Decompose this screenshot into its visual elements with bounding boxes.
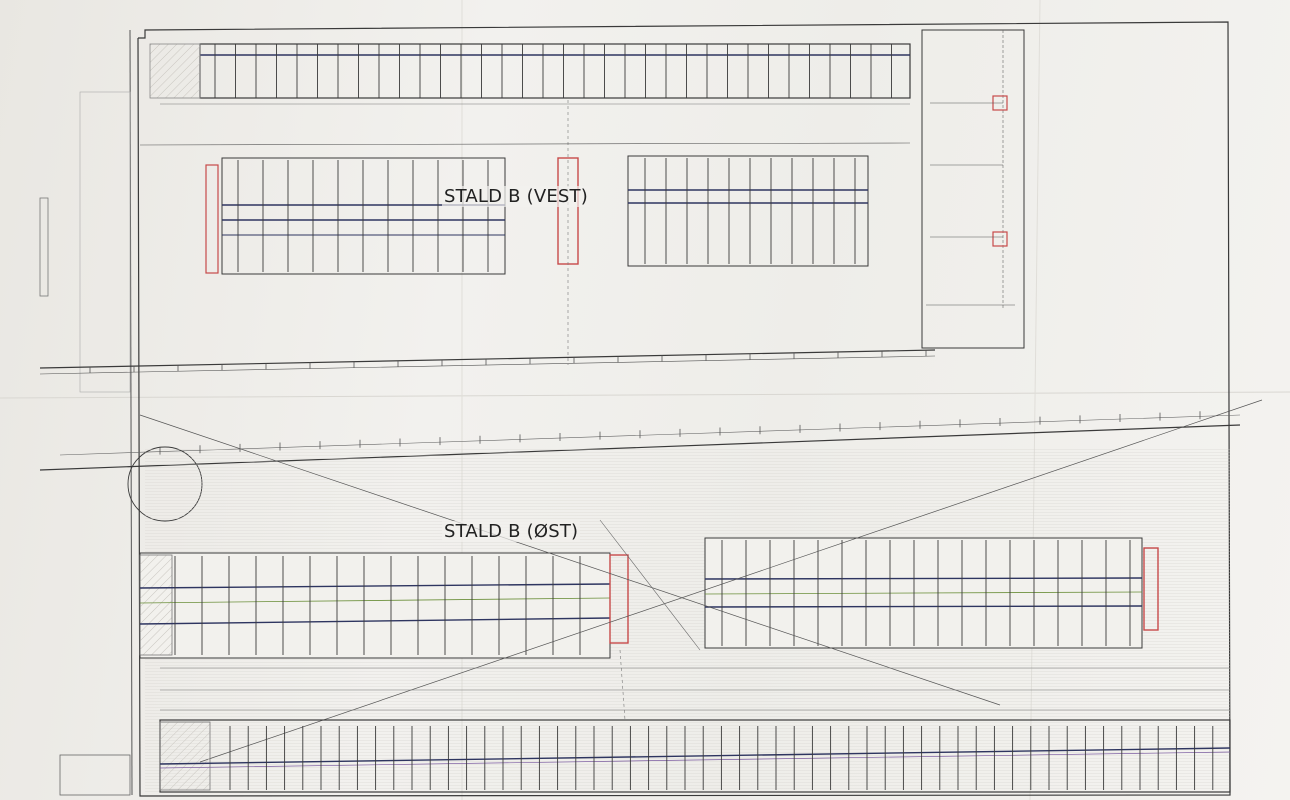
- ost-left-block: [139, 552, 611, 659]
- top-pen-row: [199, 43, 911, 99]
- ost-left-beam-2: [139, 617, 611, 625]
- stald-b-ost-label: STALD B (ØST): [442, 521, 581, 542]
- stald-b-vest-label: STALD B (VEST): [442, 186, 590, 207]
- paper-fold-line: [0, 391, 1290, 399]
- ost-left-beam-1: [139, 583, 611, 589]
- ost-right-beam-green: [704, 591, 1143, 595]
- diagonal-line: [599, 519, 701, 651]
- ost-left-beam-green: [139, 597, 611, 604]
- bottom-beam: [159, 747, 1231, 765]
- diagonal-line: [199, 399, 1263, 763]
- mid-wall-upper: [39, 349, 936, 369]
- ost-right-feeder: [1143, 547, 1159, 631]
- top-left-stair: [149, 43, 201, 99]
- left-annex: [79, 91, 131, 393]
- right-fixture-2: [992, 231, 1008, 247]
- ost-left-feeder: [609, 554, 629, 644]
- mid-wall-upper-inner: [39, 355, 936, 375]
- ost-right-beam-2: [704, 605, 1143, 608]
- vest-right-block: [627, 155, 869, 267]
- vest-dimension-line: [139, 142, 911, 146]
- bottom-beam-purple: [159, 751, 1231, 769]
- ost-right-beam-1: [704, 577, 1143, 580]
- right-room: [921, 29, 1025, 349]
- outer-wall-line: [129, 29, 133, 796]
- vest-left-feeder: [205, 164, 219, 274]
- ost-left-end-hatch: [139, 554, 173, 656]
- diagonal-line: [139, 414, 1001, 706]
- vest-left-block: [221, 157, 506, 275]
- bottom-left-hatch: [159, 721, 211, 791]
- building-outline: [137, 21, 1231, 797]
- bottom-left-box: [59, 754, 131, 796]
- left-stub: [39, 197, 49, 297]
